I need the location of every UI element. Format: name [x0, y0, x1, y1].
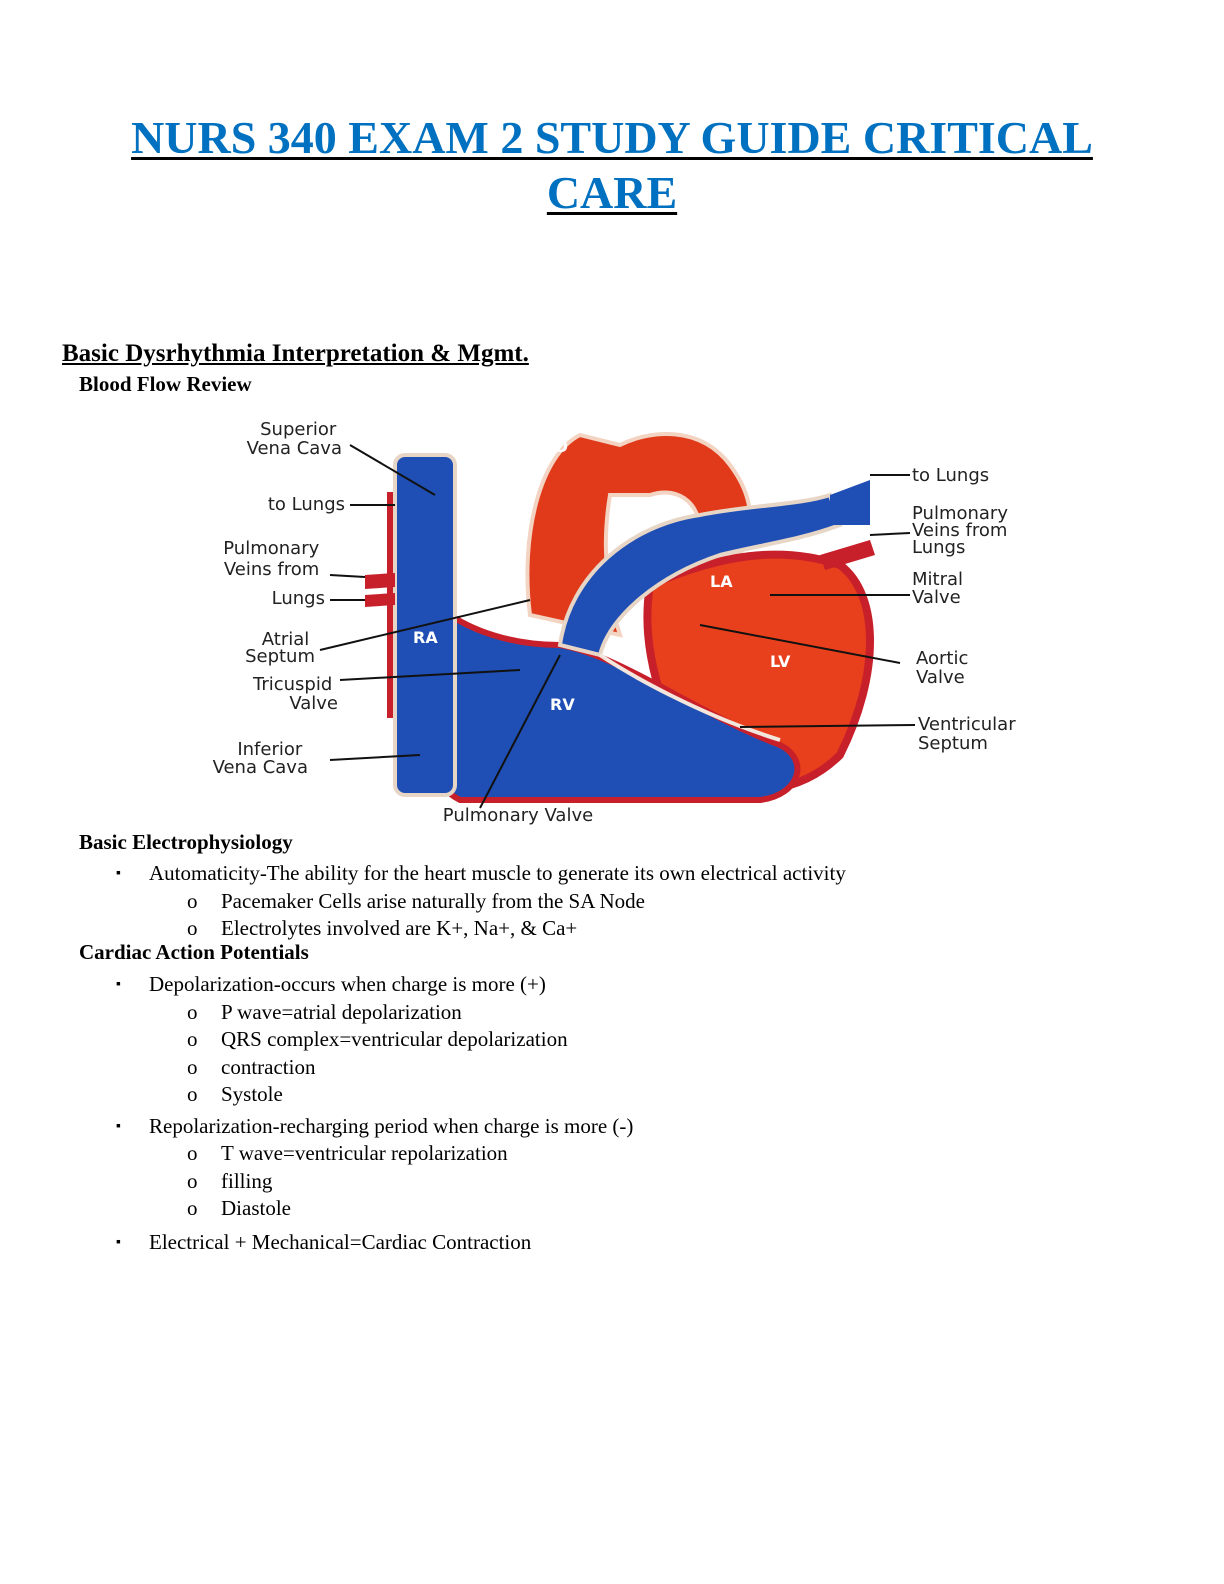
- section-heading: Basic Dysrhythmia Interpretation & Mgmt.: [62, 340, 529, 367]
- bullet-marker: ▪: [116, 866, 121, 881]
- electrophysiology-heading: Basic Electrophysiology: [79, 830, 293, 854]
- pulmonary-branches-right: [830, 480, 870, 525]
- la-label: LA: [710, 572, 733, 591]
- lv-label: LV: [770, 652, 791, 671]
- list-item: ▪Depolarization-occurs when charge is mo…: [0, 971, 1224, 999]
- ventricular-septum-label: Ventricular Septum: [918, 714, 1021, 754]
- sub-bullet-marker: o: [187, 999, 198, 1024]
- document-title: NURS 340 EXAM 2 STUDY GUIDE CRITICAL CAR…: [0, 110, 1224, 220]
- rv-label: RV: [550, 695, 575, 714]
- bullet-marker: ▪: [116, 1118, 121, 1134]
- to-lungs-right-label: to Lungs: [912, 465, 989, 486]
- list-item: ▪Automaticity-The ability for the heart …: [0, 860, 1224, 888]
- leader-lines: [319, 444, 916, 809]
- title-line-2: CARE: [546, 167, 678, 218]
- sub-bullet-marker: o: [187, 1027, 198, 1051]
- mitral-valve-label: Mitral Valve: [912, 569, 969, 608]
- inferior-vena-cava-label: Inferior Vena Cava: [213, 739, 308, 778]
- heart-blood-flow-diagram: AO PA LA RA RV LV Superior Vena Cava to …: [213, 419, 1021, 826]
- septum-line: [598, 653, 781, 742]
- sub-bullet-marker: o: [187, 1196, 198, 1220]
- tricuspid-valve-label: Tricuspid Valve: [252, 674, 338, 714]
- ra-label: RA: [413, 628, 438, 647]
- pulmonary-vein-right: [820, 540, 875, 570]
- pulmonary-vein-left: [365, 573, 395, 607]
- ao-label: AO: [542, 437, 568, 456]
- aortic-valve-label: Aortic Valve: [916, 648, 974, 688]
- list-item: ▪Repolarization-recharging period when c…: [0, 1113, 1224, 1141]
- sub-bullet-marker: o: [187, 1141, 198, 1165]
- pulmonary-veins-left-label: Pulmonary Veins from Lungs: [223, 538, 325, 609]
- electrophysiology-list: ▪Automaticity-The ability for the heart …: [0, 860, 1224, 943]
- list-item: ▪Electrical + Mechanical=Cardiac Contrac…: [0, 1229, 1224, 1257]
- sub-bullet-marker: o: [187, 1168, 198, 1193]
- bullet-marker: ▪: [116, 977, 121, 992]
- action-potentials-heading: Cardiac Action Potentials: [79, 940, 309, 964]
- action-potentials-list: ▪Depolarization-occurs when charge is mo…: [0, 971, 1224, 1256]
- superior-vena-cava-label: Superior Vena Cava: [247, 419, 342, 459]
- sub-bullet-marker: o: [187, 888, 198, 913]
- title-line-1: NURS 340 EXAM 2 STUDY GUIDE CRITICAL: [131, 112, 1093, 163]
- bullet-marker: ▪: [116, 1234, 121, 1250]
- sub-bullet-marker: o: [187, 916, 198, 940]
- pa-label: PA: [632, 508, 655, 527]
- pulmonary-veins-right-label: Pulmonary Veins from Lungs: [912, 503, 1014, 558]
- pulmonary-valve-label: Pulmonary Valve: [443, 805, 593, 826]
- to-lungs-left-label: to Lungs: [268, 494, 345, 515]
- blood-flow-heading: Blood Flow Review: [79, 372, 252, 396]
- sub-bullet-marker: o: [187, 1054, 198, 1079]
- sub-bullet-marker: o: [187, 1082, 198, 1106]
- atrial-septum-label: Atrial Septum: [245, 629, 315, 667]
